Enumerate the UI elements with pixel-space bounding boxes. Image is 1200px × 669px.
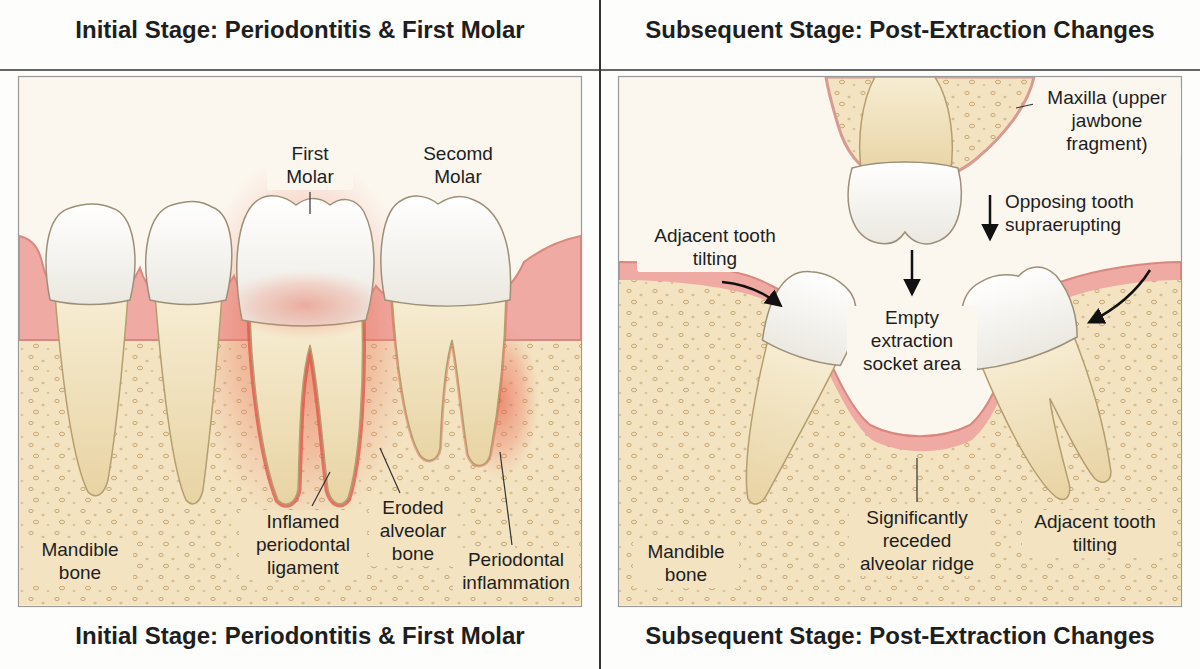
tooth-crown (46, 204, 135, 304)
inflamed-ligament (250, 315, 362, 504)
leader-line (380, 448, 400, 493)
part-label: Inflamed periodontal ligament (239, 510, 367, 580)
part-label: Empty extraction socket area (847, 306, 977, 376)
panel-frame (619, 77, 1182, 607)
part-label: Mandible bone (633, 540, 739, 588)
inflammation-glow (190, 150, 420, 530)
leader-line (500, 452, 512, 545)
tilted-tooth (949, 256, 1128, 513)
tooth-root (392, 295, 506, 466)
part-label: Secomd Molar (407, 142, 509, 190)
opposing-tooth-crown (848, 162, 961, 244)
part-label: Significantly receded alveolar ridge (849, 506, 985, 576)
receded-ridge-bone (619, 280, 1181, 605)
tooth-root (860, 77, 953, 176)
tooth-root (250, 315, 362, 504)
panel-heading: Initial Stage: Periodontitis & First Mol… (75, 16, 524, 45)
panel-caption: Initial Stage: Periodontitis & First Mol… (75, 622, 524, 651)
part-label: Eroded alveolar bone (369, 496, 457, 566)
panel-divider (599, 0, 601, 669)
supraeruption-arrow (911, 250, 914, 293)
leader-line (1016, 104, 1034, 108)
part-label: First Molar (267, 142, 353, 190)
leader-line (916, 458, 917, 502)
part-label: Maxilla (upper jawbone fragment) (1033, 86, 1181, 156)
leader-lines (310, 104, 1034, 545)
gum (619, 262, 1181, 605)
tilting-arrow (722, 282, 780, 305)
leader-line (309, 192, 310, 214)
tooth-root (55, 295, 128, 496)
second-molar-crown (381, 196, 511, 306)
post-extraction-illustration (619, 77, 1181, 605)
panel-frame (19, 77, 582, 607)
inflammation-glow (220, 270, 390, 340)
panel-heading: Subsequent Stage: Post-Extraction Change… (645, 16, 1154, 45)
movement-label: Adjacent tooth tilting (637, 224, 793, 272)
movement-label: Adjacent tooth tilting (1022, 510, 1168, 558)
tooth-crown (146, 201, 232, 304)
tooth-root (718, 337, 838, 515)
movement-label: Opposing tooth supraerupting (1002, 190, 1174, 238)
tilted-tooth (711, 261, 869, 517)
initial-stage-illustration (19, 150, 581, 605)
leader-line (312, 472, 330, 506)
tooth-root (155, 295, 222, 504)
part-label: Periodontal inflammation (453, 548, 579, 596)
tilting-arrow (1090, 270, 1150, 322)
part-label: Mandible bone (27, 538, 133, 586)
inflamed-ligament (392, 295, 506, 466)
supraeruption-arrow (989, 195, 992, 238)
panel-caption: Subsequent Stage: Post-Extraction Change… (645, 622, 1154, 651)
